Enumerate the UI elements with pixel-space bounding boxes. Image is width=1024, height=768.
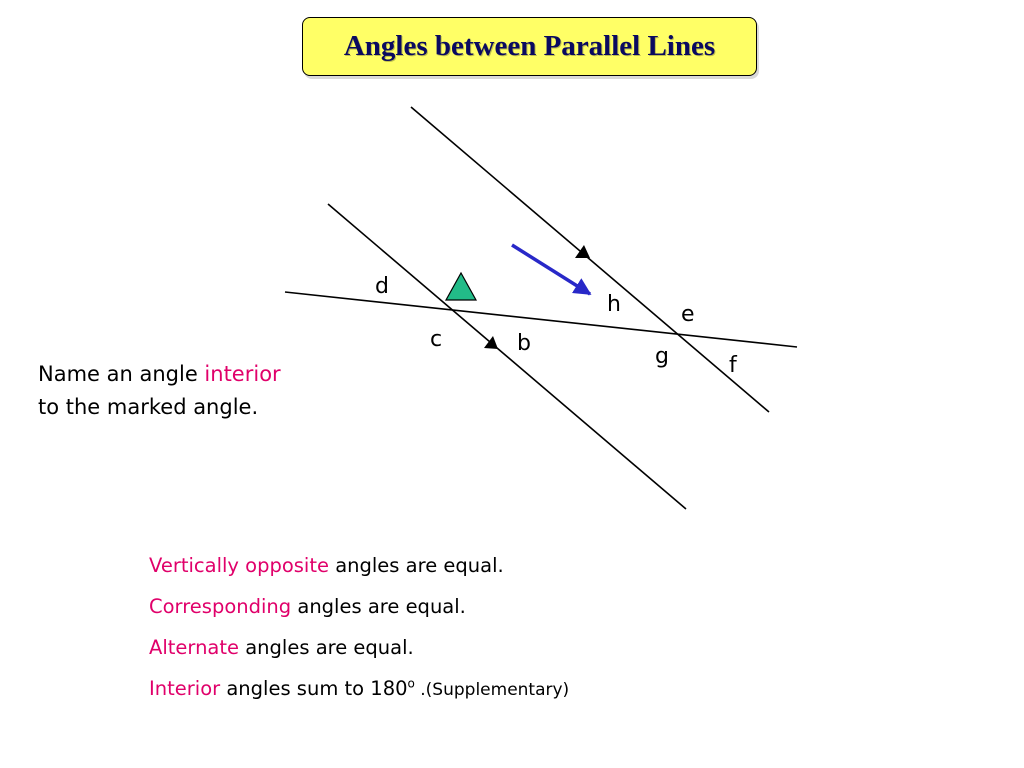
degree-symbol: o [407,676,415,691]
rule-alternate: Alternate angles are equal. [149,627,569,668]
rule-highlight: Alternate [149,636,240,659]
question-line2: to the marked angle. [38,395,259,419]
rule-highlight: Vertically opposite [149,554,329,577]
question-highlight: interior [204,362,281,386]
rule-highlight: Corresponding [149,595,292,618]
rule-interior: Interior angles sum to 180o .(Supplement… [149,668,569,711]
question-line1-prefix: Name an angle [38,362,205,386]
angle-label-h: h [607,292,621,317]
rule-text: angles sum to 180 [220,677,408,700]
title-box: Angles between Parallel Lines [302,17,757,76]
pointer-arrow [511,243,592,296]
rule-supplementary-note: .(Supplementary) [414,680,570,700]
parallel-arrow-right [575,245,590,258]
angle-label-d: d [375,274,389,299]
angle-label-b: b [517,331,531,356]
rule-text: angles are equal. [329,554,504,577]
page-title: Angles between Parallel Lines [343,30,716,62]
rule-text: angles are equal. [291,595,466,618]
angle-label-g: g [655,344,669,369]
rule-corresponding: Corresponding angles are equal. [149,586,569,627]
rule-highlight: Interior [149,677,221,700]
marked-angle-triangle [444,271,478,301]
parallel-line-right [410,106,770,413]
angle-label-e: e [681,302,695,327]
rules-list: Vertically opposite angles are equal. Co… [149,545,569,711]
angle-label-f: f [729,353,738,378]
angle-label-c: c [430,327,442,352]
parallel-line-left [327,203,687,510]
transversal-line [284,291,798,348]
rule-text: angles are equal. [239,636,414,659]
parallel-arrow-left [484,336,498,349]
rule-vertically-opposite: Vertically opposite angles are equal. [149,545,569,586]
question-text: Name an angle interior to the marked ang… [38,358,281,424]
